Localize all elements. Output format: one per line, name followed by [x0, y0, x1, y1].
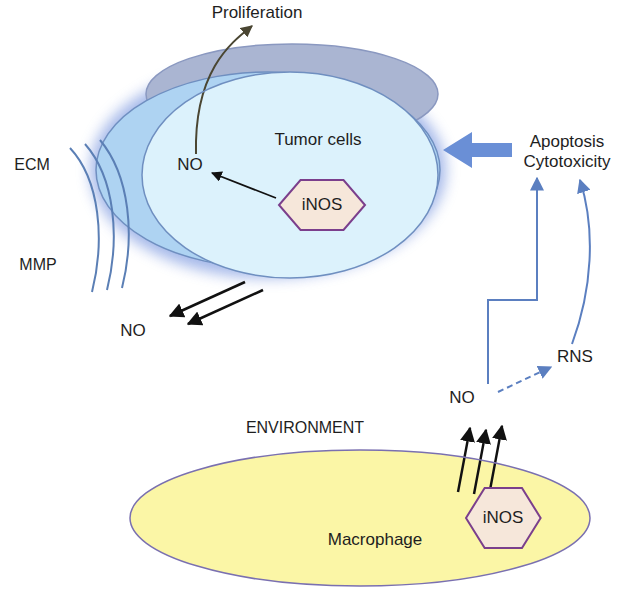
node-text: Tumor cells	[274, 130, 361, 150]
arrow	[188, 290, 263, 324]
arrow	[212, 173, 276, 198]
effect-label: Apoptosis Cytotoxicity	[511, 132, 623, 173]
arrow	[490, 426, 502, 490]
enzyme-hexagon: iNOS	[279, 180, 365, 230]
molecule-label: RNS	[557, 347, 593, 367]
tumor-cell: Tumor cellsNO iNOS	[142, 72, 438, 278]
ellipse-outline	[142, 72, 438, 278]
process-label: Proliferation	[212, 3, 303, 23]
arrow	[572, 180, 590, 344]
block-arrow	[443, 132, 512, 168]
arrow	[474, 430, 486, 494]
arrow	[488, 178, 537, 384]
region-label: MMP	[19, 255, 56, 274]
region-label: ECM	[14, 155, 50, 174]
macrophage-fill	[130, 450, 590, 586]
arrow	[170, 282, 245, 316]
molecule-label: NO	[120, 321, 146, 341]
enzyme-hexagon: iNOS	[466, 488, 541, 548]
node-text: NO	[177, 155, 203, 175]
arrow	[196, 26, 252, 154]
macrophage-cell: Macrophage iNOS	[130, 450, 590, 586]
front-cell-fill	[142, 72, 438, 278]
region-label: ENVIRONMENT	[246, 418, 364, 437]
node-text: Macrophage	[328, 530, 423, 550]
arrow	[458, 428, 470, 492]
arrow	[498, 367, 551, 392]
molecule-label: NO	[449, 388, 475, 408]
node-text: iNOS	[483, 508, 524, 528]
node-text: iNOS	[302, 195, 343, 215]
ecm-fibers	[70, 140, 129, 292]
